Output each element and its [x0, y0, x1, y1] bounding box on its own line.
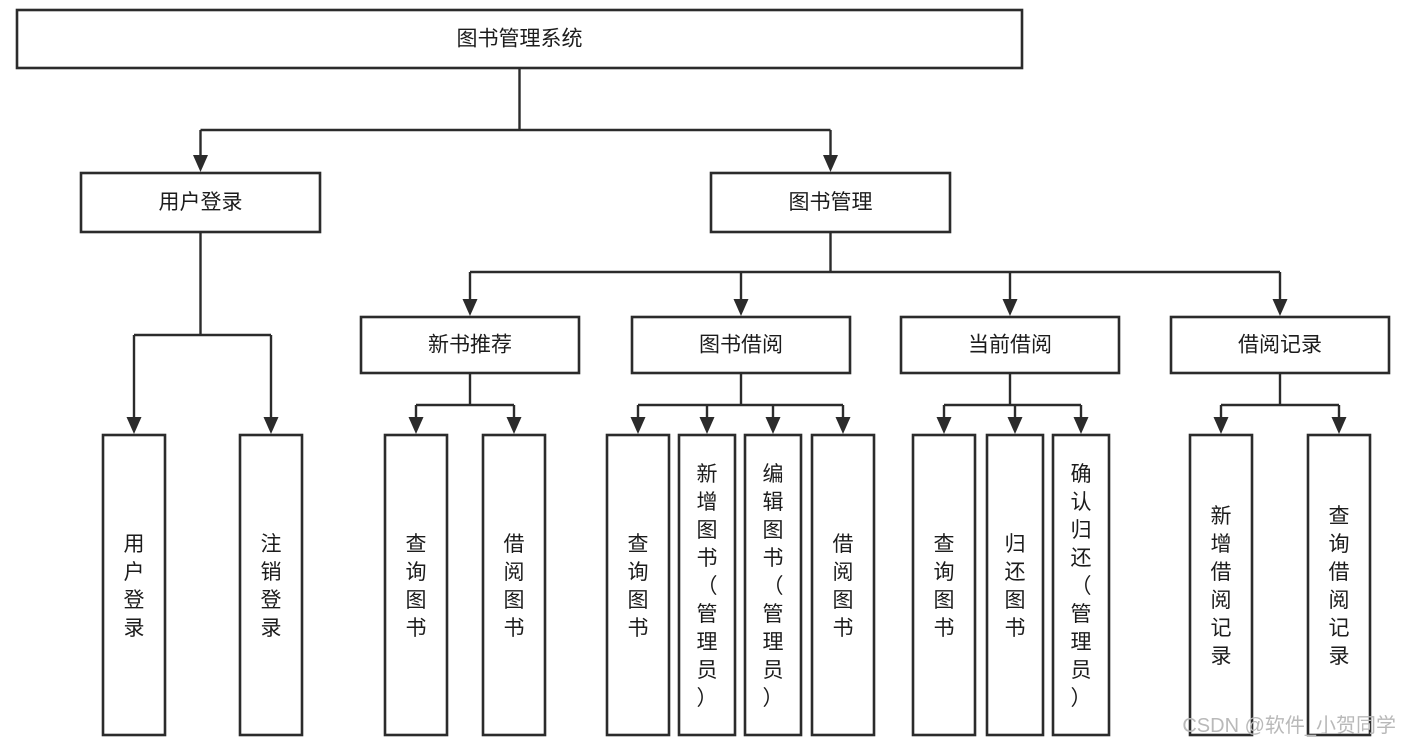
node-level2-图书借阅[interactable]: 图书借阅: [630, 315, 852, 375]
node-root-图书管理系统[interactable]: 图书管理系统: [15, 8, 1024, 70]
node-box[interactable]: [359, 315, 581, 375]
node-box[interactable]: [1306, 433, 1372, 737]
arrow-head-icon: [1213, 417, 1229, 434]
csdn-watermark: CSDN @软件_小贺同学: [1182, 714, 1396, 737]
node-label: 图书借阅: [699, 334, 783, 357]
node-label: 确认归还（管理员）: [1071, 463, 1092, 710]
node-leaf-借阅图书[interactable]: 借阅图书: [481, 433, 547, 737]
node-leaf-查询图书[interactable]: 查询图书: [911, 433, 977, 737]
arrow-head-icon: [506, 417, 522, 434]
arrow-head-icon: [1331, 417, 1347, 434]
node-label: 用户登录: [124, 533, 145, 640]
node-box[interactable]: [79, 171, 322, 234]
arrow-head-icon: [126, 417, 142, 434]
node-box[interactable]: [1051, 433, 1111, 737]
node-leaf-用户登录[interactable]: 用户登录: [101, 433, 167, 737]
arrow-head-icon: [733, 299, 749, 316]
node-label: 新增借阅记录: [1211, 505, 1232, 668]
node-label: 新书推荐: [428, 334, 512, 357]
node-leaf-新增图书管理员[interactable]: 新增图书（管理员）: [677, 433, 737, 737]
connector-group: [408, 373, 522, 434]
node-level1-用户登录[interactable]: 用户登录: [79, 171, 322, 234]
node-leaf-归还图书[interactable]: 归还图书: [985, 433, 1045, 737]
arrow-head-icon: [765, 417, 781, 434]
node-label: 查询图书: [628, 533, 649, 640]
node-label: 注销登录: [261, 533, 282, 640]
node-level2-借阅记录[interactable]: 借阅记录: [1169, 315, 1391, 375]
node-box[interactable]: [709, 171, 952, 234]
connector-group: [193, 68, 838, 172]
arrow-head-icon: [1002, 299, 1018, 316]
node-label: 借阅记录: [1238, 334, 1322, 357]
node-leaf-查询借阅记录[interactable]: 查询借阅记录: [1306, 433, 1372, 737]
node-leaf-查询图书[interactable]: 查询图书: [383, 433, 449, 737]
node-label: 图书管理: [789, 191, 873, 214]
node-leaf-借阅图书[interactable]: 借阅图书: [810, 433, 876, 737]
node-label: 查询图书: [934, 533, 955, 640]
arrow-head-icon: [263, 417, 279, 434]
node-level2-新书推荐[interactable]: 新书推荐: [359, 315, 581, 375]
arrow-head-icon: [1007, 417, 1023, 434]
arrow-head-icon: [936, 417, 952, 434]
node-label: 用户登录: [159, 191, 243, 214]
arrow-head-icon: [699, 417, 715, 434]
node-label: 当前借阅: [968, 334, 1052, 357]
node-layer: 图书管理系统用户登录图书管理新书推荐图书借阅当前借阅借阅记录用户登录注销登录查询…: [15, 8, 1391, 737]
node-box[interactable]: [810, 433, 876, 737]
node-box[interactable]: [1188, 433, 1254, 737]
node-label: 查询图书: [406, 533, 427, 640]
node-box[interactable]: [1169, 315, 1391, 375]
node-label: 编辑图书（管理员）: [763, 463, 784, 710]
arrow-head-icon: [462, 299, 478, 316]
node-box[interactable]: [911, 433, 977, 737]
arrow-head-icon: [1073, 417, 1089, 434]
arrow-head-icon: [823, 155, 838, 172]
node-label: 新增图书（管理员）: [697, 463, 718, 710]
node-leaf-注销登录[interactable]: 注销登录: [238, 433, 304, 737]
arrow-head-icon: [1272, 299, 1288, 316]
arrow-head-icon: [193, 155, 208, 172]
connector-group: [936, 373, 1089, 434]
connector-group: [630, 373, 851, 434]
node-box[interactable]: [743, 433, 803, 737]
node-box[interactable]: [481, 433, 547, 737]
node-level1-图书管理[interactable]: 图书管理: [709, 171, 952, 234]
node-leaf-确认归还管理员[interactable]: 确认归还（管理员）: [1051, 433, 1111, 737]
node-label: 借阅图书: [504, 533, 525, 640]
connector-group: [1213, 373, 1347, 434]
node-label: 借阅图书: [833, 533, 854, 640]
node-box[interactable]: [899, 315, 1121, 375]
node-box[interactable]: [677, 433, 737, 737]
connector-group: [126, 232, 279, 434]
node-leaf-编辑图书管理员[interactable]: 编辑图书（管理员）: [743, 433, 803, 737]
node-level2-当前借阅[interactable]: 当前借阅: [899, 315, 1121, 375]
node-label: 归还图书: [1005, 533, 1026, 640]
node-box[interactable]: [985, 433, 1045, 737]
node-box[interactable]: [605, 433, 671, 737]
node-box[interactable]: [15, 8, 1024, 70]
node-label: 查询借阅记录: [1329, 505, 1350, 668]
node-box[interactable]: [383, 433, 449, 737]
node-box[interactable]: [238, 433, 304, 737]
node-leaf-查询图书[interactable]: 查询图书: [605, 433, 671, 737]
connector-group: [462, 232, 1288, 316]
arrow-head-icon: [408, 417, 424, 434]
arrow-head-icon: [835, 417, 851, 434]
node-label: 图书管理系统: [457, 28, 583, 51]
node-box[interactable]: [630, 315, 852, 375]
node-box[interactable]: [101, 433, 167, 737]
node-leaf-新增借阅记录[interactable]: 新增借阅记录: [1188, 433, 1254, 737]
connector-layer: [126, 68, 1347, 434]
arrow-head-icon: [630, 417, 646, 434]
